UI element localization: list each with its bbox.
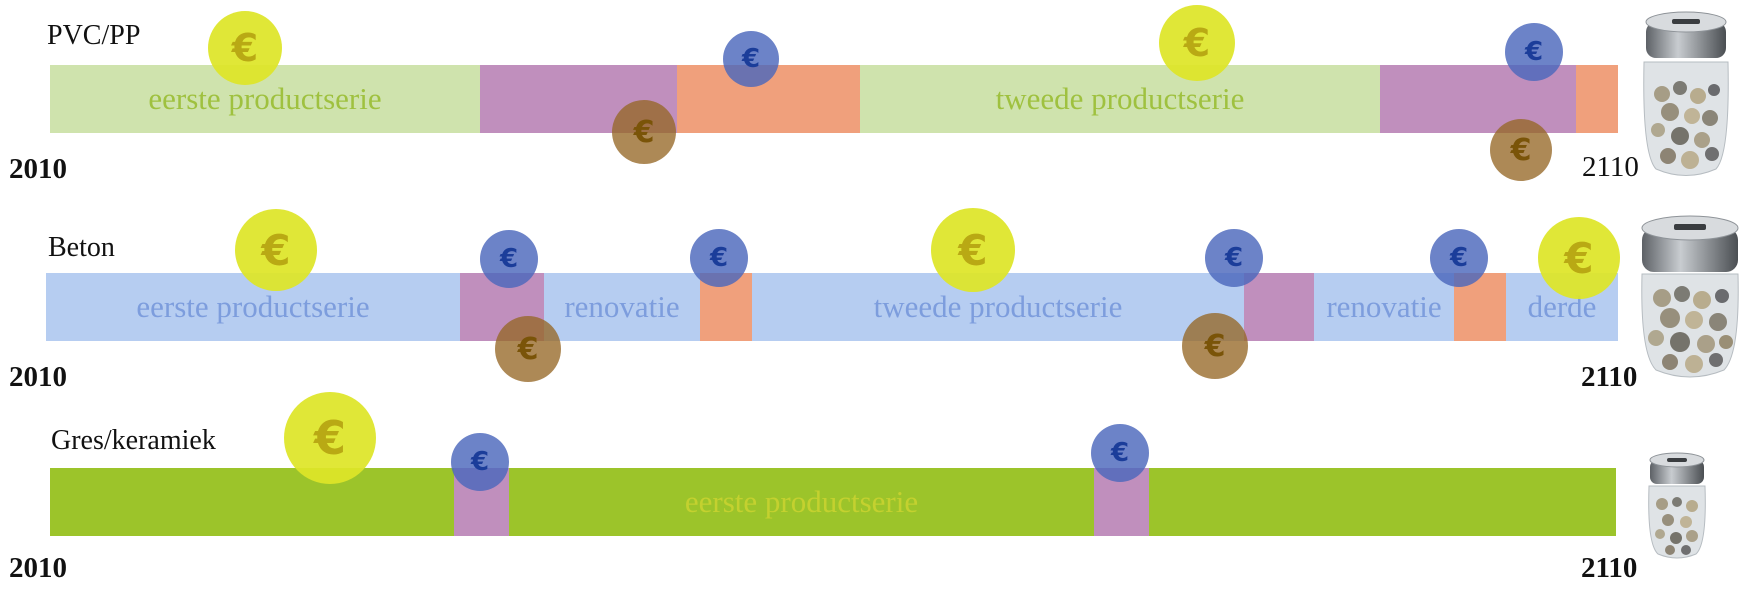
euro-coin-icon: € [1505,23,1563,81]
end-year: 2110 [1582,151,1639,183]
phase-renovation [544,273,700,341]
segment-label: tweede productserie [995,81,1245,116]
material-label-beton: Beton [48,232,115,263]
euro-coin-icon: € [1430,229,1488,287]
phase-replacement [1576,65,1618,133]
start-year: 2010 [9,153,67,185]
euro-coin-icon: € [931,208,1015,292]
euro-coin-icon: € [480,230,538,288]
segment-label: eerste productserie [684,484,919,519]
euro-coin-icon: € [723,31,779,87]
start-year: 2010 [9,552,67,584]
euro-coin-icon: € [1490,119,1552,181]
phase-first-series [50,468,454,536]
euro-coin-icon: € [284,392,376,484]
euro-coin-icon: € [1205,229,1263,287]
money-jar-icon [1641,215,1739,378]
euro-coin-icon: € [1182,313,1248,379]
start-year: 2010 [9,361,67,393]
material-label-gres: Gres/keramiek [51,425,216,456]
euro-coin-icon: € [451,433,509,491]
euro-coin-icon: € [1159,5,1235,81]
end-year: 2110 [1581,552,1638,584]
material-label-pvc: PVC/PP [47,20,141,51]
euro-coin-icon: € [1538,217,1620,299]
euro-coin-icon: € [208,11,282,85]
segment-label: tweede productserie [873,289,1123,324]
money-jar-icon [1643,11,1729,176]
euro-coin-icon: € [495,316,561,382]
phase-renovation [1314,273,1454,341]
euro-coin-icon: € [1091,424,1149,482]
timeline-bar-pvc: eerste productserie tweede productserie [50,65,1618,133]
segment-label: eerste productserie [148,81,382,116]
phase-first-series [509,468,1094,536]
phase-second-series [752,273,1244,341]
segment-label: renovatie [564,289,680,324]
euro-coin-icon: € [235,209,317,291]
phase-second-series [860,65,1380,133]
money-jar-icon [1648,452,1706,559]
euro-coin-icon: € [612,100,676,164]
end-year: 2110 [1581,361,1638,393]
euro-coin-icon: € [690,229,748,287]
segment-label: eerste productserie [136,289,370,324]
timeline-bar-gres: eerste productserie [50,468,1616,536]
phase-first-series [1149,468,1616,536]
segment-label: renovatie [1326,289,1442,324]
phase-maintenance [1244,273,1314,341]
